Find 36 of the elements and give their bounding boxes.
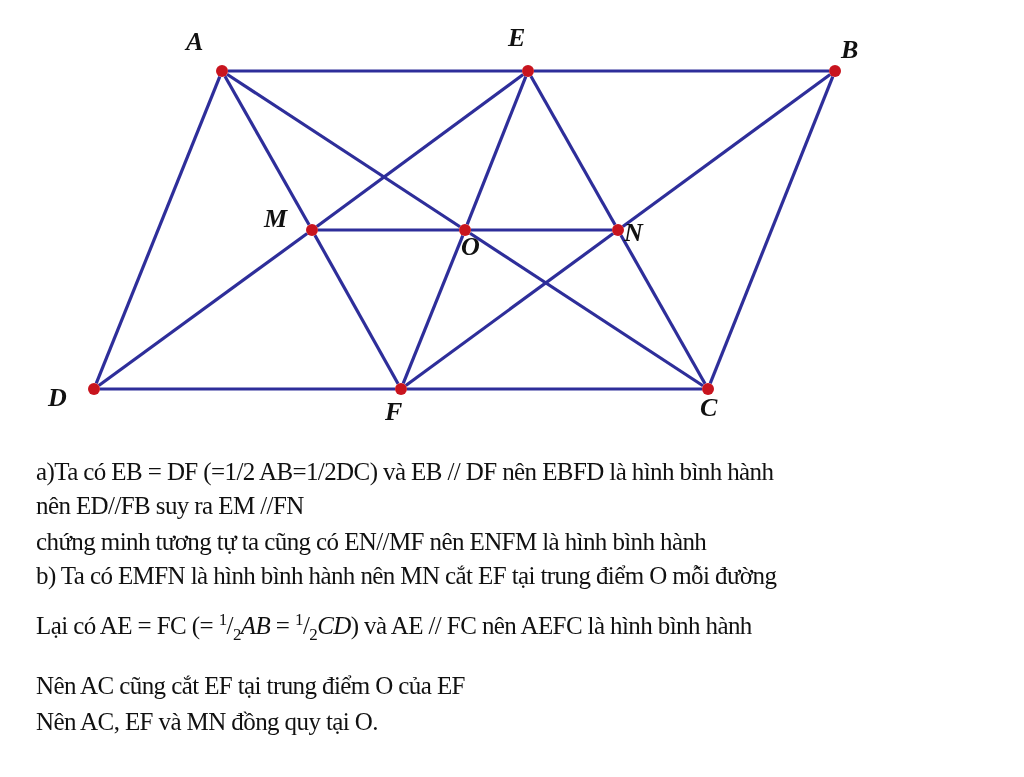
point-label: M	[264, 204, 288, 234]
point-label: O	[461, 232, 480, 262]
line-segment	[97, 232, 309, 387]
line-segment	[619, 234, 707, 385]
point-label: D	[48, 383, 67, 413]
proof-text: Nên AC, EF và MN đồng quy tại O.	[36, 708, 378, 736]
line-segment	[94, 75, 222, 385]
line-segment	[401, 234, 465, 385]
line-segment	[534, 69, 829, 73]
line-segment	[226, 72, 461, 229]
line-segment	[529, 75, 617, 226]
point-label: N	[624, 218, 643, 248]
line-segment	[471, 228, 612, 232]
proof-text: chứng minh tương tự ta cũng có EN//MF nên ENFM là hình bình hành	[36, 528, 707, 556]
line-segment	[315, 73, 525, 228]
line-segment	[313, 234, 400, 385]
proof-text: Nên AC cũng cắt EF tại trung điểm O của EF	[36, 672, 465, 700]
line-segment	[318, 228, 459, 232]
line-segment	[621, 73, 832, 228]
line-segment	[465, 76, 528, 225]
proof-text: a)Ta có EB = DF (=1/2 AB=1/2DC) và EB // DF nên EBFD là hình bình hành	[36, 458, 774, 486]
proof-text: nên ED//FB suy ra EM //FN	[36, 492, 304, 520]
point-label: E	[508, 23, 526, 53]
point-label: C	[700, 393, 718, 423]
point-label: B	[841, 35, 859, 65]
line-segment	[708, 75, 835, 385]
point-label: A	[186, 27, 204, 57]
proof-text: Lại có AE = FC (= $^{1}$/$_{2}$AB = $^{1}$/$_{2}$CD) và AE // FC nên AEFC là hình bình hành	[36, 610, 752, 646]
point-label: F	[385, 397, 403, 427]
line-segment	[469, 231, 704, 388]
line-segment	[407, 387, 702, 391]
proof-text: b) Ta có EMFN là hình bình hành nên MN cắt EF tại trung điểm O mỗi đường	[36, 562, 777, 590]
line-segment	[404, 232, 615, 387]
line-segment	[223, 75, 311, 226]
line-segment	[100, 387, 395, 391]
line-segment	[228, 69, 522, 73]
